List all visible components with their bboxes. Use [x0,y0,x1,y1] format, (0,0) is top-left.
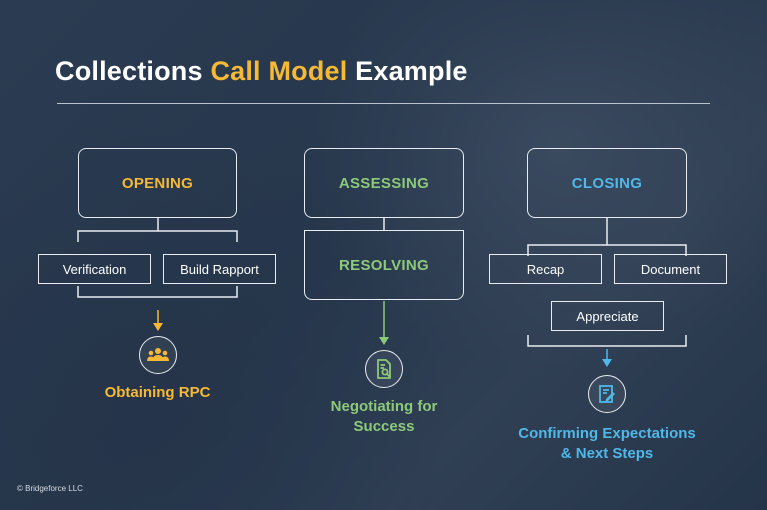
title-part1: Collections [55,56,211,86]
outcome-assessing: Negotiating for Success [304,397,464,437]
arrow-assessing [379,301,389,345]
document-search-icon [365,350,403,388]
title-highlight: Call Model [210,56,348,86]
title-divider [57,103,710,104]
opening-box: OPENING [78,148,237,218]
outcome-assessing-line2: Success [353,418,415,435]
step-recap: Recap [489,254,602,284]
step-document: Document [614,254,727,284]
step-build-rapport: Build Rapport [163,254,276,284]
closing-box: CLOSING [527,148,687,218]
step-appreciate: Appreciate [551,301,664,331]
outcome-assessing-line1: Negotiating for [330,398,438,415]
step-verification: Verification [38,254,151,284]
copyright-text: © Bridgeforce LLC [17,484,83,493]
notepad-edit-icon [588,375,626,413]
outcome-closing: Confirming Expectations & Next Steps [497,424,717,464]
outcome-opening: Obtaining RPC [104,384,211,401]
arrow-closing [602,349,612,367]
arrow-opening [153,310,163,331]
resolving-box: RESOLVING [304,230,464,300]
page-title: Collections Call Model Example [55,56,468,87]
assessing-box: ASSESSING [304,148,464,218]
title-part2: Example [347,56,468,86]
group-icon [139,336,177,374]
outcome-closing-line1: Confirming Expectations [518,425,696,442]
outcome-closing-line2: & Next Steps [560,445,654,462]
